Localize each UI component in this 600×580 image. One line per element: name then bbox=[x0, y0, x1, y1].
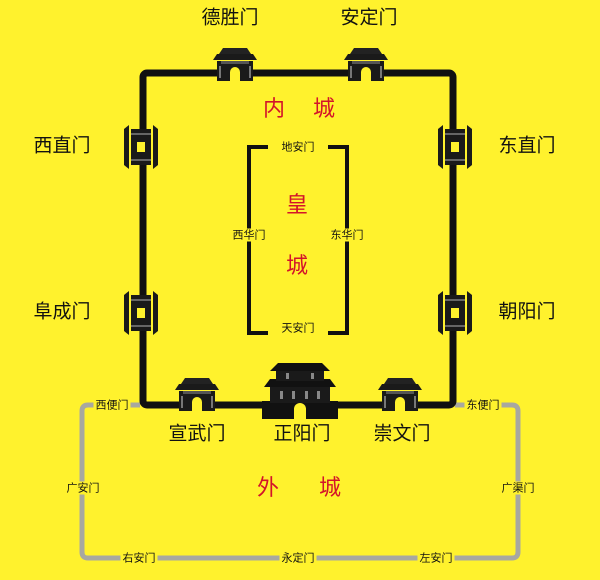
gate-tower-icon bbox=[213, 48, 257, 81]
outer-city-title-1: 外 bbox=[256, 476, 280, 501]
gate-label-dongzhi: 东直门 bbox=[498, 134, 556, 157]
gate-label-xihua: 西华门 bbox=[230, 228, 268, 242]
gate-tower-icon bbox=[124, 125, 158, 169]
gate-label-donghua: 东华门 bbox=[328, 228, 366, 242]
gate-label-xibian: 西便门 bbox=[93, 398, 131, 412]
gate-label-xuanwu: 宣武门 bbox=[168, 422, 226, 445]
gate-label-chaoyang: 朝阳门 bbox=[498, 300, 556, 323]
gate-tower-icon bbox=[124, 291, 158, 335]
imperial-city-title-2: 城 bbox=[285, 254, 309, 279]
inner-city-title-1: 内 bbox=[262, 97, 286, 122]
gate-tower-icon bbox=[438, 291, 472, 335]
gate-label-yongding: 永定门 bbox=[279, 551, 317, 565]
zhengyang-gate-icon bbox=[262, 363, 338, 419]
gate-label-guangan: 广安门 bbox=[64, 481, 102, 495]
gate-label-fucheng: 阜成门 bbox=[33, 300, 91, 323]
gate-label-chongwen: 崇文门 bbox=[373, 422, 431, 445]
gate-label-zhengyang: 正阳门 bbox=[273, 422, 331, 445]
imperial-city-title-1: 皇 bbox=[285, 193, 309, 218]
gate-label-guangqu: 广渠门 bbox=[499, 481, 537, 495]
gate-tower-icon bbox=[344, 48, 388, 81]
gate-label-tianan: 天安门 bbox=[279, 321, 317, 335]
gate-label-desheng: 德胜门 bbox=[201, 6, 259, 29]
inner-city-title-2: 城 bbox=[312, 97, 336, 122]
gate-label-youan: 右安门 bbox=[120, 551, 158, 565]
gate-tower-icon bbox=[378, 378, 422, 411]
gate-tower-icon bbox=[438, 125, 472, 169]
gate-label-zuoan: 左安门 bbox=[417, 551, 455, 565]
gate-label-xizhi: 西直门 bbox=[33, 134, 91, 157]
gate-tower-icon bbox=[175, 378, 219, 411]
gate-label-dianan: 地安门 bbox=[279, 140, 317, 154]
gate-label-anding: 安定门 bbox=[340, 6, 398, 29]
gate-label-dongbian: 东便门 bbox=[464, 398, 502, 412]
inner-city-wall bbox=[139, 69, 457, 409]
outer-city-title-2: 城 bbox=[318, 476, 342, 501]
